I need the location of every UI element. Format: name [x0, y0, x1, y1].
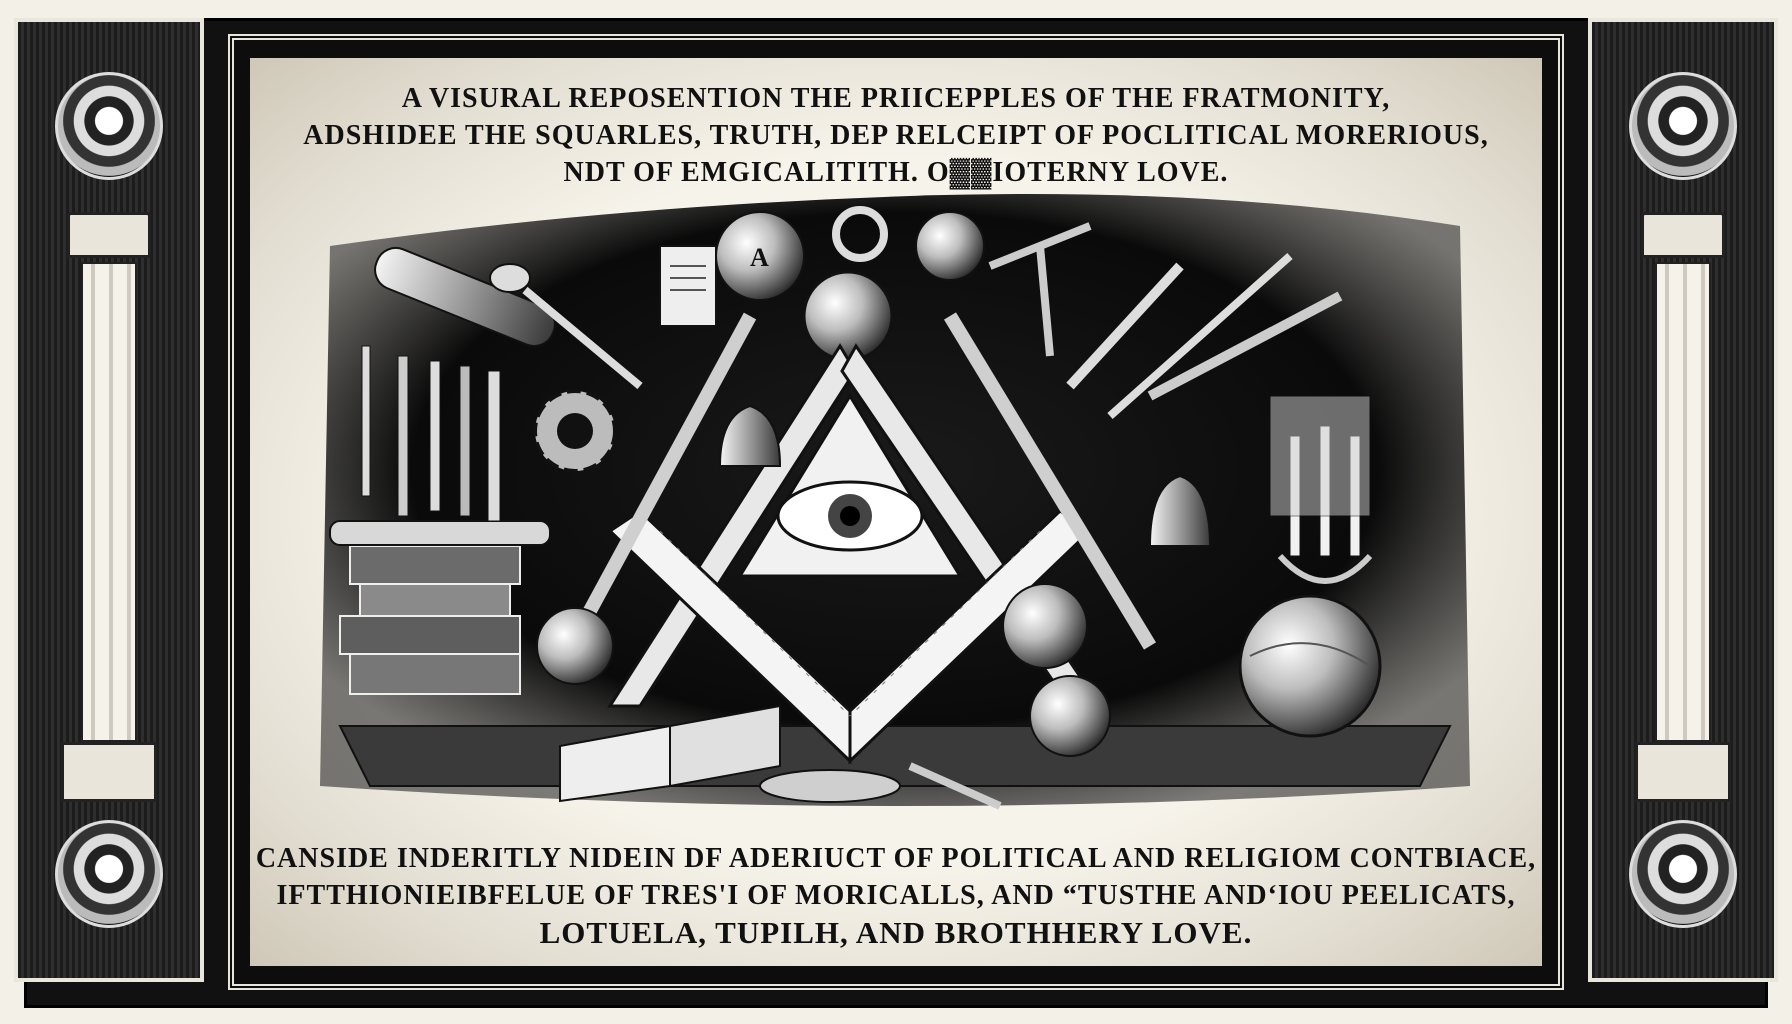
column-capital [1641, 212, 1725, 258]
all-seeing-eye-icon [737, 393, 963, 578]
gear-icon [533, 389, 617, 473]
inscription-bottom: CANSIDE INDERITLY NIDEIN DF ADERIUCT OF … [250, 840, 1542, 951]
right-pillar-panel [1588, 18, 1778, 982]
column-base [1635, 742, 1731, 802]
book-stack-icon [329, 520, 551, 695]
inscription-line: ADSHIDEE THE SQUARLES, TRUTH, DEP RELCEI… [303, 120, 1489, 151]
inscription-line: A VISURAL REPOSENTION THE PRIICEPPLES OF… [401, 83, 1391, 114]
ornament-knob-icon [1629, 820, 1737, 928]
ornament-knob-icon [1629, 72, 1737, 180]
pickaxe-icon [988, 222, 1092, 357]
lettered-ball-icon: A [715, 211, 805, 301]
column-shaft [81, 262, 137, 742]
bell-icon [718, 404, 1212, 547]
ornament-knob-icon [55, 72, 163, 180]
swords-icon [553, 312, 1156, 670]
ball-letter: A [750, 243, 769, 272]
trowel-icon [759, 762, 1002, 810]
inscription-line: NDT OF EMGICALITITH. O▓▓IOTERNY LOVE. [563, 157, 1229, 188]
square-icon [607, 509, 1093, 765]
parchment-panel: A VISURAL REPOSENTION THE PRIICEPPLES OF… [250, 58, 1542, 966]
inscription-line: LOTUELA, TUPILH, AND BROTHHERY LOVE. [539, 915, 1253, 950]
clock-icon [915, 211, 985, 281]
emblem-scene: A [320, 194, 1470, 810]
document-icon [659, 245, 717, 327]
inscription-line: IFTTHIONIEIBFELUE OF TRES'I OF MORICALLS… [276, 880, 1516, 911]
globe-icon [536, 583, 1382, 757]
ornament-knob-icon [55, 820, 163, 928]
inscription-top: A VISURAL REPOSENTION THE PRIICEPPLES OF… [250, 80, 1542, 191]
chisel-tools-icon [361, 345, 501, 522]
left-pillar-panel [14, 18, 204, 982]
table-surface [338, 725, 1452, 787]
column-base [61, 742, 157, 802]
column-capital [67, 212, 151, 258]
inscription-line: CANSIDE INDERITLY NIDEIN DF ADERIUCT OF … [255, 843, 1537, 874]
left-column [61, 212, 157, 802]
tongs-icon [1066, 253, 1343, 419]
column-shaft [1655, 262, 1711, 742]
candle-icon [1269, 395, 1373, 584]
rolling-pin-icon [374, 246, 556, 348]
spoon-icon [489, 263, 643, 390]
right-column [1635, 212, 1731, 802]
open-book-icon [559, 704, 781, 803]
ring-icon [832, 206, 888, 262]
